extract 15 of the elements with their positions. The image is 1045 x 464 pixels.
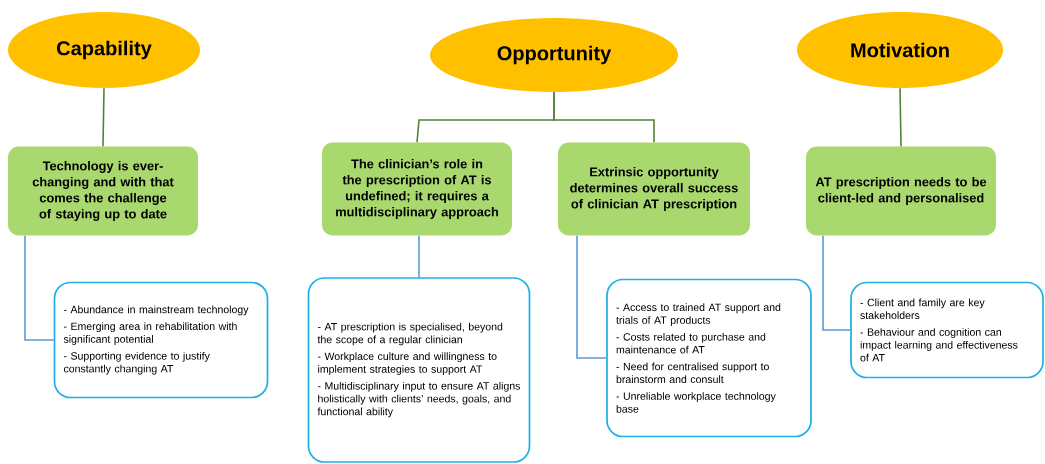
subtheme-box: - AT prescription is specialised, beyond the scope of a regular clinician - Workplace culture and willingness to implement strategies to support AT - Multidisciplinary input to ensure AT aligns holistically with clients’ needs, goals, and functional ability bbox=[307, 277, 531, 463]
theme-box: The clinician’s role in the prescription of AT is undefined; it requires a multidisciplinary approach bbox=[322, 142, 512, 236]
connector-line bbox=[418, 234, 420, 278]
connector-line bbox=[822, 234, 851, 331]
connector-line bbox=[553, 91, 655, 144]
connector-line bbox=[24, 234, 55, 341]
subtheme-box: - Abundance in mainstream technology - Emerging area in rehabilitation with significant potential - Supporting evidence to justify constantly changing AT bbox=[53, 281, 269, 399]
subtheme-box: - Client and family are key stakeholders - Behaviour and cognition can impact learning and effectiveness of AT bbox=[850, 281, 1044, 379]
connector-line bbox=[899, 87, 902, 148]
theme-box: AT prescription needs to be client-led and personalised bbox=[806, 146, 996, 236]
connector-line bbox=[576, 234, 607, 359]
theme-box: Extrinsic opportunity determines overall success of clinician AT prescription bbox=[558, 142, 750, 236]
connector-line bbox=[102, 87, 105, 148]
subtheme-box: - Access to trained AT support and trials of AT products - Costs related to purchase and maintenance of AT - Need for centralised support to brainstorm and consult - Unreliable workplace technology base bbox=[606, 278, 812, 438]
theme-box: Technology is ever-changing and with that comes the challenge of staying up to date bbox=[8, 146, 198, 236]
